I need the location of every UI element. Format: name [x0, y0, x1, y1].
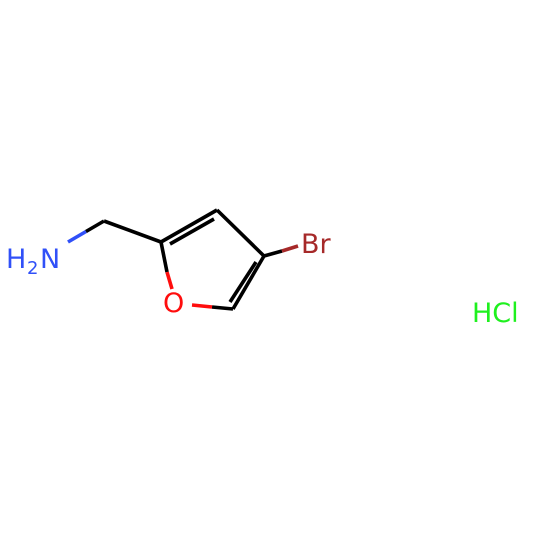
- bond-n-ch2-n-part: [67, 229, 87, 244]
- bonds: [67, 208, 299, 311]
- salt-label: HCl: [472, 298, 519, 329]
- bond-o-c2-o-part: [165, 271, 174, 290]
- bond-ch2-c2: [103, 219, 162, 244]
- bond-c2-c3: [160, 208, 218, 244]
- bond-c5-o-c-part: [211, 305, 234, 311]
- bond-c2-c3-inner: [169, 217, 215, 246]
- bond-c5-o-o-part: [191, 303, 213, 309]
- atom-labels: H 2 N O Br HCl: [6, 229, 519, 329]
- bond-c4-br-br-part: [281, 244, 299, 253]
- amine-n-label: N: [40, 244, 60, 275]
- bromine-label: Br: [301, 229, 332, 260]
- bond-o-c2-c-part: [159, 241, 169, 273]
- amine-subscript-label: 2: [27, 258, 38, 279]
- bond-c4-c5-inner: [228, 261, 258, 303]
- bond-c3-c4: [215, 208, 266, 258]
- bond-c4-br-c-part: [263, 249, 283, 258]
- oxygen-label: O: [163, 288, 184, 319]
- bond-c4-c5: [231, 255, 266, 310]
- amine-h-label: H: [6, 244, 26, 275]
- bond-n-ch2-c-part: [85, 219, 105, 234]
